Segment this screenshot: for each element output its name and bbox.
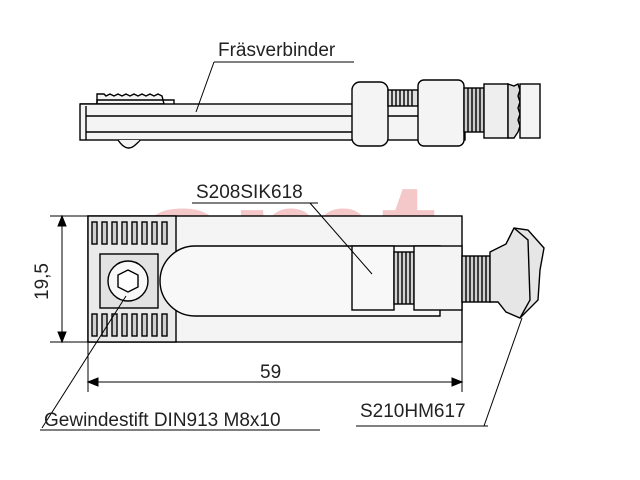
screw-right	[463, 83, 541, 139]
front-bolt	[461, 255, 491, 303]
main-bar	[79, 103, 466, 141]
hammer-head	[489, 227, 545, 319]
front-thread	[393, 251, 415, 305]
label-s208sik618-text: S208SIK618	[196, 182, 303, 203]
bottom-tab	[117, 139, 141, 149]
hex-socket-icon	[117, 269, 139, 293]
front-view	[87, 215, 545, 343]
dimension-height-value: 19,5	[32, 263, 53, 300]
label-s210hm617: S210HM617	[356, 317, 523, 427]
label-fraesverbinder-text: Fräsverbinder	[218, 40, 336, 61]
label-gewindestift-text: Gewindestift DIN913 M8x10	[44, 410, 281, 431]
side-view	[79, 79, 541, 149]
label-s210hm617-text: S210HM617	[360, 401, 466, 422]
dimension-length-value: 59	[260, 362, 281, 383]
clamp-block-2	[417, 79, 465, 147]
hammer-head-face	[513, 227, 531, 319]
front-sleeve	[413, 245, 463, 311]
thread-middle	[387, 89, 419, 107]
dimension-height	[50, 214, 88, 344]
knurled-grip	[96, 93, 165, 105]
ribs-top	[91, 221, 168, 245]
label-fraesverbinder: Fräsverbinder	[195, 40, 354, 113]
slot-nut	[351, 245, 395, 311]
label-s208sik618: S208SIK618	[192, 182, 373, 275]
ribs-bottom	[91, 313, 168, 337]
clamp-block-1	[351, 81, 389, 147]
label-gewindestift: Gewindestift DIN913 M8x10	[40, 295, 320, 431]
dimension-length	[86, 310, 464, 392]
